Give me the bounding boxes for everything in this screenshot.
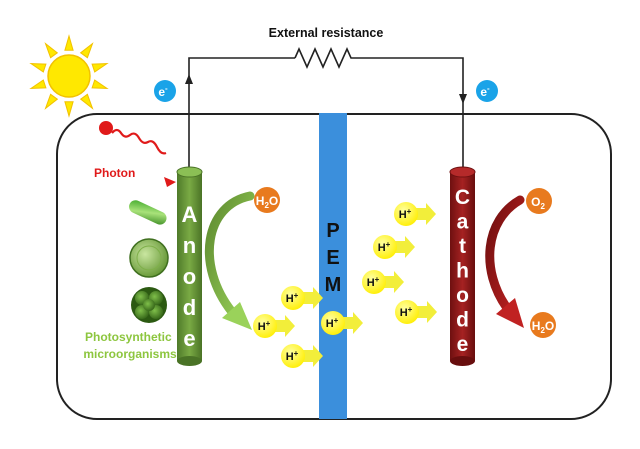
proton: H+: [321, 311, 363, 335]
proton: H+: [253, 314, 295, 338]
electron-symbol: e: [158, 85, 165, 99]
sun-ray: [29, 79, 47, 89]
proton: H+: [394, 202, 436, 226]
resistor-label: External resistance: [269, 26, 384, 40]
water-molecule-cathode: H2O: [530, 312, 556, 338]
cathode-letter: o: [456, 284, 469, 307]
proton-arrow-icon: [339, 312, 363, 334]
svg-text:O2: O2: [531, 195, 545, 211]
sun-ray: [64, 34, 74, 51]
resistor-icon: [294, 47, 355, 69]
proton-circle: [373, 235, 397, 259]
proton-arrow-icon: [380, 271, 404, 293]
current-arrow-up-icon: [185, 74, 193, 84]
proton-arrow-icon: [299, 287, 323, 309]
proton: H+: [395, 300, 437, 324]
clustered-microbe-icon: [131, 287, 167, 323]
cathode-letter: a: [457, 211, 469, 234]
proton: H+: [281, 344, 323, 368]
pem-letter: M: [325, 274, 342, 296]
round-microbe-icon: [129, 238, 169, 278]
proton-label: H+: [286, 349, 299, 363]
svg-text:H2O: H2O: [532, 319, 554, 335]
anode-reaction-arrow: [204, 191, 255, 330]
proton-circle: [253, 314, 277, 338]
svg-text:e-: e-: [158, 84, 168, 99]
proton-arrow-icon: [271, 315, 295, 337]
anode-letter: n: [183, 233, 196, 258]
external-circuit-wire-right: [355, 57, 464, 176]
proton-label: H+: [286, 291, 299, 305]
pem-letter: E: [326, 247, 339, 269]
proton-label: H+: [399, 207, 412, 221]
microbe-label-line-2: microorganisms: [83, 347, 177, 361]
proton: H+: [281, 286, 323, 310]
proton-circle: [362, 270, 386, 294]
electron-right: e-: [476, 80, 498, 102]
proton-circle: [394, 202, 418, 226]
sun-ray: [79, 42, 94, 59]
oxygen-molecule: O2: [526, 188, 552, 214]
cathode-letter: e: [457, 333, 469, 356]
proton-label: H+: [326, 316, 339, 330]
proton: H+: [362, 270, 404, 294]
proton-arrow-icon: [413, 301, 437, 323]
proton-circle: [281, 344, 305, 368]
electron-charge: -: [487, 84, 490, 93]
cathode-letter: t: [459, 235, 466, 258]
external-circuit-wire: [188, 57, 295, 188]
filamentous-microbe-icon: [129, 200, 167, 225]
proton-arrow-icon: [299, 345, 323, 367]
microbe-label-line-1: Photosynthetic: [85, 330, 172, 344]
proton-circle: [395, 300, 419, 324]
electron-symbol: e: [480, 85, 487, 99]
proton-arrow-icon: [412, 203, 436, 225]
sun-ray: [44, 42, 59, 59]
photon-icon: [99, 121, 176, 187]
photon-label: Photon: [94, 166, 135, 180]
proton-exchange-membrane: [319, 113, 347, 419]
sun-ray: [44, 93, 59, 110]
proton-label: H+: [378, 240, 391, 254]
svg-text:e-: e-: [480, 84, 490, 99]
proton: H+: [373, 235, 415, 259]
electron-charge: -: [165, 84, 168, 93]
anode-letter: A: [182, 202, 198, 227]
cathode-reaction-arrow: [485, 195, 525, 328]
proton-arrow-icon: [391, 236, 415, 258]
anode-letter: e: [183, 326, 195, 351]
electron-left: e-: [154, 80, 176, 102]
sun-ray: [79, 93, 94, 110]
current-arrow-down-icon: [459, 94, 467, 104]
cathode-letter: C: [455, 186, 470, 209]
svg-text:H2O: H2O: [256, 194, 278, 210]
cathode-letter: h: [456, 260, 469, 283]
anode-letter: d: [183, 295, 196, 320]
proton-label: H+: [400, 305, 413, 319]
proton-label: H+: [367, 275, 380, 289]
water-molecule-anode: H2O: [254, 187, 280, 213]
anode-letter: o: [183, 264, 196, 289]
sun-ray: [91, 79, 109, 89]
proton-label: H+: [258, 319, 271, 333]
sun-icon: [29, 34, 109, 118]
sun-ray: [64, 101, 74, 118]
sun-ray: [29, 63, 47, 73]
cathode-letter: d: [456, 309, 469, 332]
proton-circle: [321, 311, 345, 335]
sun-ray: [91, 63, 109, 73]
proton-circle: [281, 286, 305, 310]
microbe-label: Photosynthetic microorganisms: [83, 330, 177, 361]
pem-letter: P: [326, 220, 339, 242]
